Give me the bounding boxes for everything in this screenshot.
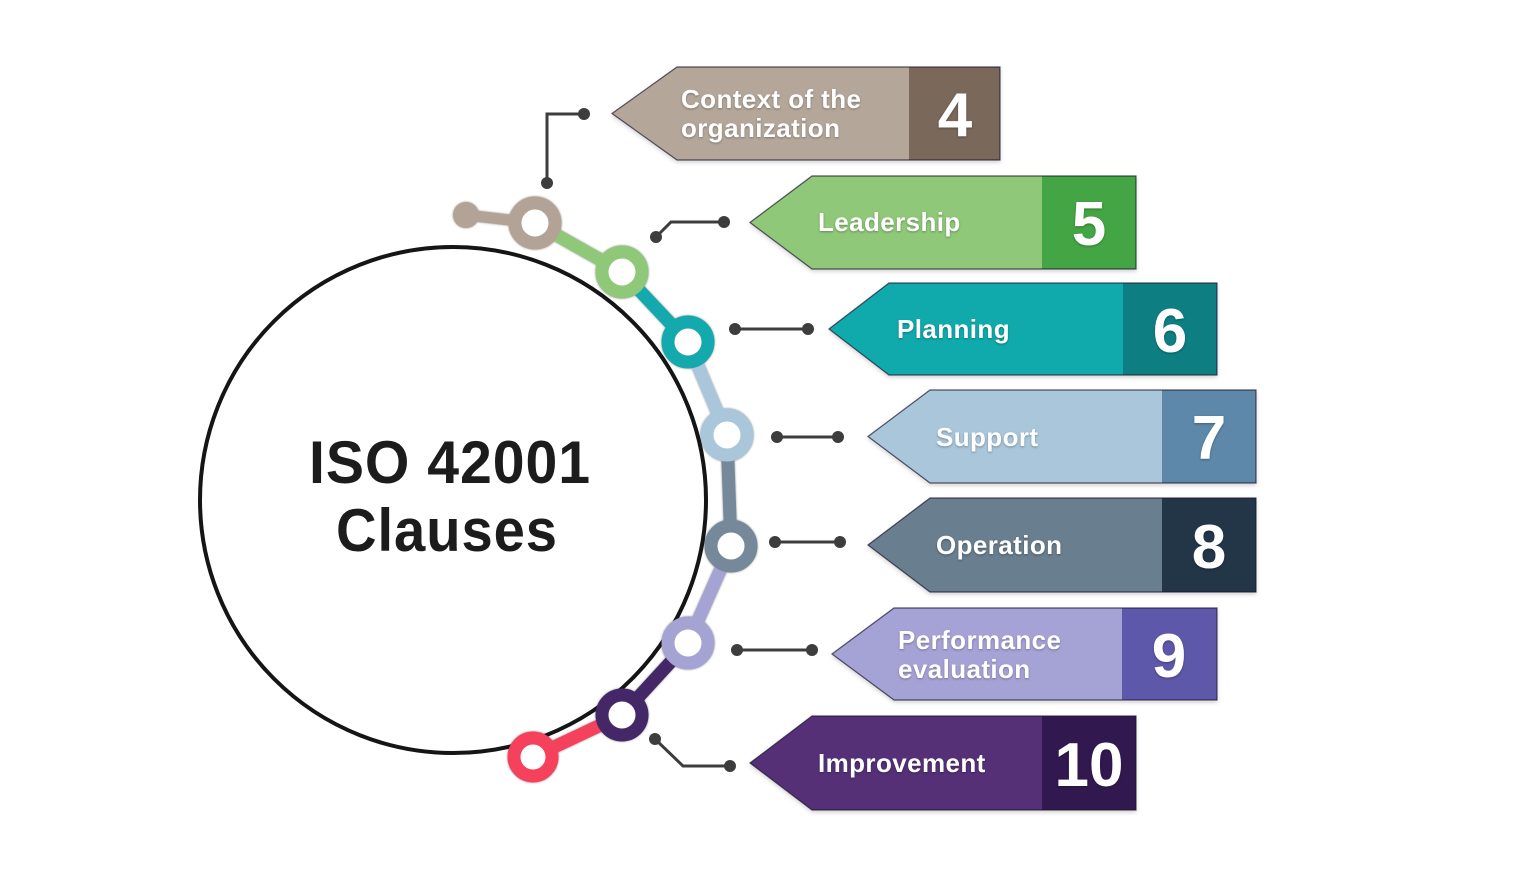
banner-number: 6 (1153, 297, 1187, 366)
banner-outline (867, 389, 1257, 484)
connector-dot (806, 644, 818, 656)
connector-dot (802, 323, 814, 335)
operation-node (704, 519, 758, 573)
connector-dot (731, 644, 743, 656)
banner-number: 9 (1152, 622, 1186, 691)
hub: ISO 42001 Clauses (198, 245, 708, 755)
banner-number-block (1042, 716, 1136, 810)
banner-leadership: Leadership 5 (749, 175, 1137, 270)
connector-dot (649, 733, 661, 745)
banner-label-line2: evaluation (898, 654, 1031, 684)
banner-operation: Operation 8 (867, 497, 1257, 593)
banner-number-block (1123, 283, 1217, 375)
banner-label-line1: Improvement (818, 748, 986, 778)
hub-circle-outline (198, 245, 708, 755)
connector-dot (718, 216, 730, 228)
performance-node (661, 616, 715, 670)
banner-number: 4 (938, 81, 973, 150)
banner-number: 5 (1072, 190, 1106, 259)
banner-outline (749, 715, 1137, 811)
banner-outline (867, 497, 1257, 593)
banner-support: Support 7 (867, 389, 1257, 484)
banner-label-line1: Context of the (681, 84, 861, 114)
banner-label-line2: organization (681, 113, 840, 143)
node-chain (453, 196, 758, 783)
banner-number-block (1042, 176, 1136, 269)
banner-arrow-shape (612, 67, 1000, 160)
connector-improvement (653, 737, 730, 768)
planning-node (661, 315, 715, 369)
banner-number: 8 (1192, 513, 1226, 582)
context-node (508, 196, 562, 250)
banner-arrow-shape (829, 283, 1217, 375)
banner-arrow-shape (750, 716, 1136, 810)
banner-label-line1: Support (936, 422, 1038, 452)
banner-arrow-shape (868, 498, 1256, 592)
banner-improvement: Improvement 10 (749, 715, 1137, 811)
banner-label-line1: Leadership (818, 207, 961, 237)
banner-number-block (909, 67, 1000, 160)
connector-dot (724, 760, 736, 772)
chain-end-node (507, 731, 559, 783)
banner-label-line1: Operation (936, 530, 1062, 560)
banner-arrow-shape (832, 608, 1217, 700)
banner-number: 10 (1055, 731, 1124, 800)
banner-arrow-shape (750, 176, 1136, 269)
connectors (541, 108, 846, 772)
connector-dot (578, 108, 590, 120)
banner-number-block (1162, 498, 1256, 592)
hub-title-line1: ISO 42001 (309, 429, 591, 496)
connector-dot (541, 177, 553, 189)
banner-arrow-shape (868, 390, 1256, 483)
support-node (700, 408, 754, 462)
banner-outline (610, 66, 1001, 161)
connector-dot (771, 431, 783, 443)
banner-number: 7 (1192, 404, 1226, 473)
connector-context (545, 112, 584, 183)
connector-dot (832, 431, 844, 443)
banner-outline (749, 175, 1137, 270)
connector-dot (729, 323, 741, 335)
hub-title-line2: Clauses (336, 497, 558, 564)
banner-outline (828, 282, 1218, 376)
satellite-dot (453, 202, 479, 228)
banner-outline (830, 607, 1218, 701)
connector-leadership (654, 220, 724, 239)
banner-planning: Planning 6 (828, 282, 1218, 376)
banner-context-of-the-organization: Context of the organization 4 (610, 66, 1001, 161)
leadership-node (595, 245, 649, 299)
banner-label-line1: Performance (898, 625, 1061, 655)
connector-dot (834, 536, 846, 548)
improvement-node (595, 688, 649, 742)
connector-dot (650, 231, 662, 243)
banner-performance-evaluation: Performance evaluation 9 (830, 607, 1218, 701)
banner-number-block (1122, 608, 1217, 700)
banner-label-line1: Planning (897, 314, 1010, 344)
banner-number-block (1162, 390, 1256, 483)
connector-dot (769, 536, 781, 548)
